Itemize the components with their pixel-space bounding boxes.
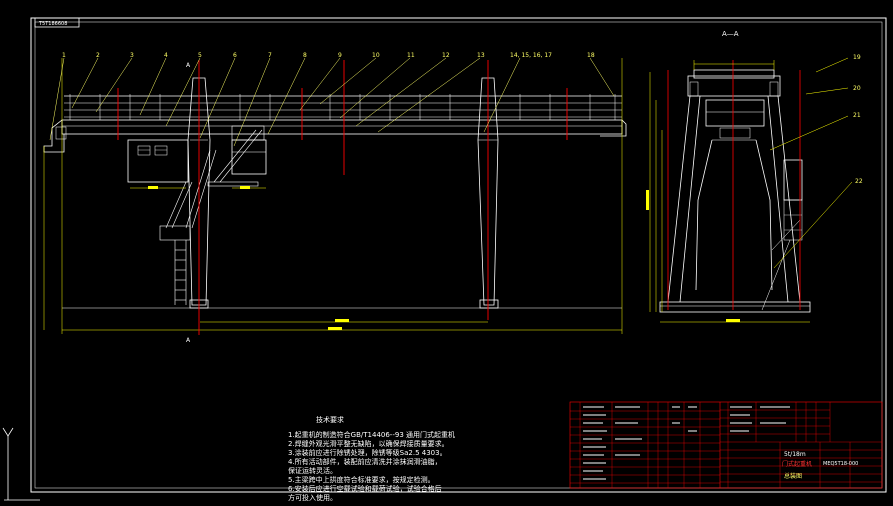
- title-company: 5t/18m: [784, 451, 806, 458]
- part-label-6: 6: [233, 52, 237, 59]
- side-part-labels: 19 20 21 22: [853, 54, 863, 185]
- title-drawing-no: MEQ5T18-000: [823, 461, 858, 467]
- part-label-10: 10: [372, 52, 380, 59]
- notes-line: 5.主梁跨中上拱度符合标准要求，按规定检测。: [288, 476, 435, 484]
- part-leaders: [49, 57, 615, 147]
- side-leg-right: [777, 95, 801, 303]
- side-view: [659, 69, 811, 313]
- part-label-19: 19: [853, 54, 861, 61]
- part-label-20: 20: [853, 85, 861, 92]
- side-dimensions: [646, 57, 853, 323]
- side-centerlines: [667, 60, 801, 310]
- part-label-21: 21: [853, 112, 861, 119]
- drawing-frame-outer: [30, 17, 887, 493]
- notes-line: 6.安装后应进行空载试验和载荷试验，试验合格后: [288, 485, 442, 493]
- title-sheet-label: 总装图: [784, 472, 802, 480]
- notes-line: 保证运转灵活。: [288, 467, 337, 475]
- notes-title: 技术要求: [316, 416, 344, 424]
- part-label-4: 4: [164, 52, 168, 59]
- border-tag-text: T5T186608: [38, 21, 67, 27]
- part-label-13: 13: [477, 52, 485, 59]
- side-leg-left: [667, 95, 691, 303]
- section-mark-bottom: A: [186, 337, 191, 344]
- ucs-icon: [2, 427, 40, 501]
- part-label-1: 1: [62, 52, 66, 59]
- part-label-3: 3: [130, 52, 134, 59]
- part-label-8: 8: [303, 52, 307, 59]
- left-end-beam: [43, 119, 65, 153]
- part-label-9: 9: [338, 52, 342, 59]
- drawing-frame-inner: [34, 21, 883, 489]
- main-girder: [61, 119, 623, 135]
- stairway: [159, 125, 265, 305]
- border-tag-box: [34, 17, 80, 28]
- title-block: [569, 401, 883, 489]
- section-view-label: A—A: [722, 30, 739, 38]
- notes-line: 2.焊缝外观光滑平整无缺陷，以确保焊接质量要求。: [288, 440, 449, 448]
- part-label-7: 7: [268, 52, 272, 59]
- title-drawing-name: 门式起重机: [782, 460, 812, 468]
- front-dimensions: [43, 58, 623, 334]
- electrical-room: [127, 139, 189, 183]
- notes-line: 3.涂装前应进行除锈处理，除锈等级Sa2.5 4303。: [288, 449, 447, 457]
- trolley: [705, 99, 765, 127]
- part-label-22: 22: [855, 178, 863, 185]
- title-block-text-marks: [583, 406, 790, 480]
- notes-line: 方可投入使用。: [288, 494, 337, 502]
- operator-cab: [231, 139, 267, 175]
- technical-notes: 技术要求 1.起重机的制造符合GB/T14406--93 通用门式起重机 2.焊…: [288, 416, 558, 503]
- notes-line: 1.起重机的制造符合GB/T14406--93 通用门式起重机: [288, 431, 455, 439]
- part-number-labels: 1 2 3 4 5 6 7 8 9 10 11 12 13 14, 15, 16…: [62, 52, 595, 59]
- side-girder: [687, 75, 781, 97]
- part-label-14-17: 14, 15, 16, 17: [510, 52, 552, 59]
- front-view: [43, 77, 627, 309]
- notes-line: 4.所有活动部件，装配前应清洗并涂抹润滑油脂，: [288, 458, 442, 466]
- part-label-2: 2: [96, 52, 100, 59]
- part-label-18: 18: [587, 52, 595, 59]
- section-mark-top: A: [186, 62, 191, 69]
- part-label-5: 5: [198, 52, 202, 59]
- part-label-12: 12: [442, 52, 450, 59]
- side-sill-beam: [659, 301, 811, 313]
- front-centerlines: [117, 60, 568, 335]
- part-label-11: 11: [407, 52, 415, 59]
